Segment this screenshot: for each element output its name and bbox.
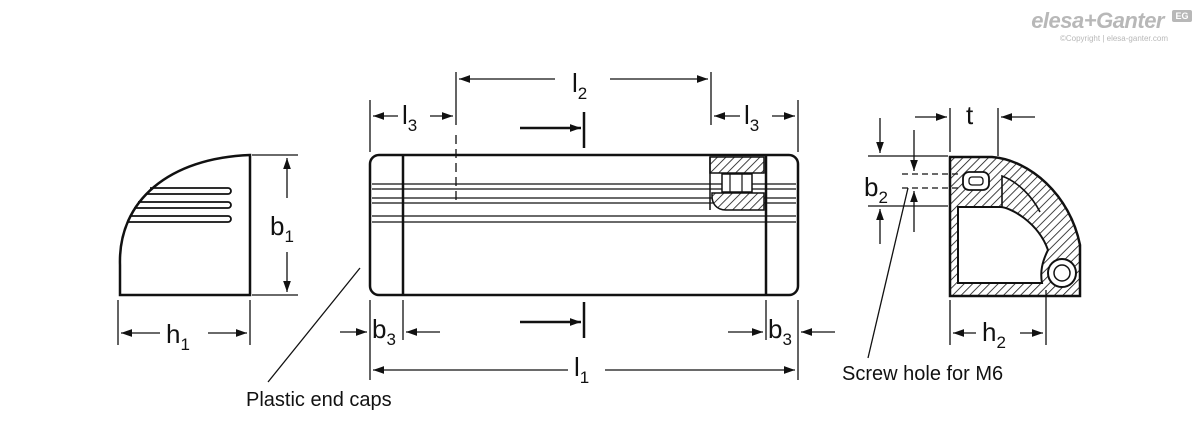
section-hatch-bottom bbox=[711, 192, 765, 211]
dim-h2 bbox=[949, 290, 1047, 345]
dim-b3-right bbox=[728, 300, 835, 380]
label-l3-right: l3 bbox=[744, 100, 759, 135]
brand-badge: EG bbox=[1172, 10, 1192, 22]
section-cut-marks bbox=[520, 112, 586, 338]
label-b3-right: b3 bbox=[768, 314, 792, 349]
label-t: t bbox=[966, 100, 974, 130]
screw-hole-section bbox=[721, 173, 753, 193]
label-l3-left: l3 bbox=[402, 100, 417, 135]
label-l2: l2 bbox=[572, 68, 587, 103]
dim-b3-left bbox=[340, 300, 440, 380]
callout-screw-hole: Screw hole for M6 bbox=[842, 363, 1003, 385]
dim-l2 bbox=[455, 72, 712, 200]
label-h1: h1 bbox=[166, 319, 190, 354]
section-view-right bbox=[948, 155, 1082, 298]
dim-b1 bbox=[252, 154, 298, 296]
label-b1: b1 bbox=[270, 211, 294, 246]
label-b3-left: b3 bbox=[372, 314, 396, 349]
brand-copyright: ©Copyright | elesa-ganter.com bbox=[1059, 34, 1168, 43]
front-view bbox=[368, 153, 800, 297]
leader-end-caps bbox=[267, 267, 361, 383]
label-l1: l1 bbox=[574, 352, 589, 387]
dim-h1 bbox=[117, 300, 251, 345]
handle-outline bbox=[368, 153, 800, 297]
brand-name: elesa+Ganter bbox=[1031, 8, 1164, 33]
profile-inner-cavity bbox=[957, 206, 1050, 284]
dim-b2 bbox=[868, 118, 962, 244]
dim-l3-right bbox=[714, 100, 799, 152]
leader-screw-hole bbox=[867, 187, 909, 359]
side-view-left bbox=[118, 153, 252, 297]
end-cap-outline bbox=[118, 153, 252, 297]
dim-t bbox=[915, 108, 1035, 156]
section-hatch-top bbox=[709, 156, 765, 174]
dim-l3-left bbox=[369, 100, 453, 152]
brand-logo: elesa+Ganter EG ©Copyright | elesa-gante… bbox=[1031, 8, 1192, 48]
label-b2: b2 bbox=[864, 172, 888, 207]
callout-end-caps: Plastic end caps bbox=[246, 389, 392, 411]
label-h2: h2 bbox=[982, 317, 1006, 352]
grip-ribs bbox=[128, 187, 232, 223]
